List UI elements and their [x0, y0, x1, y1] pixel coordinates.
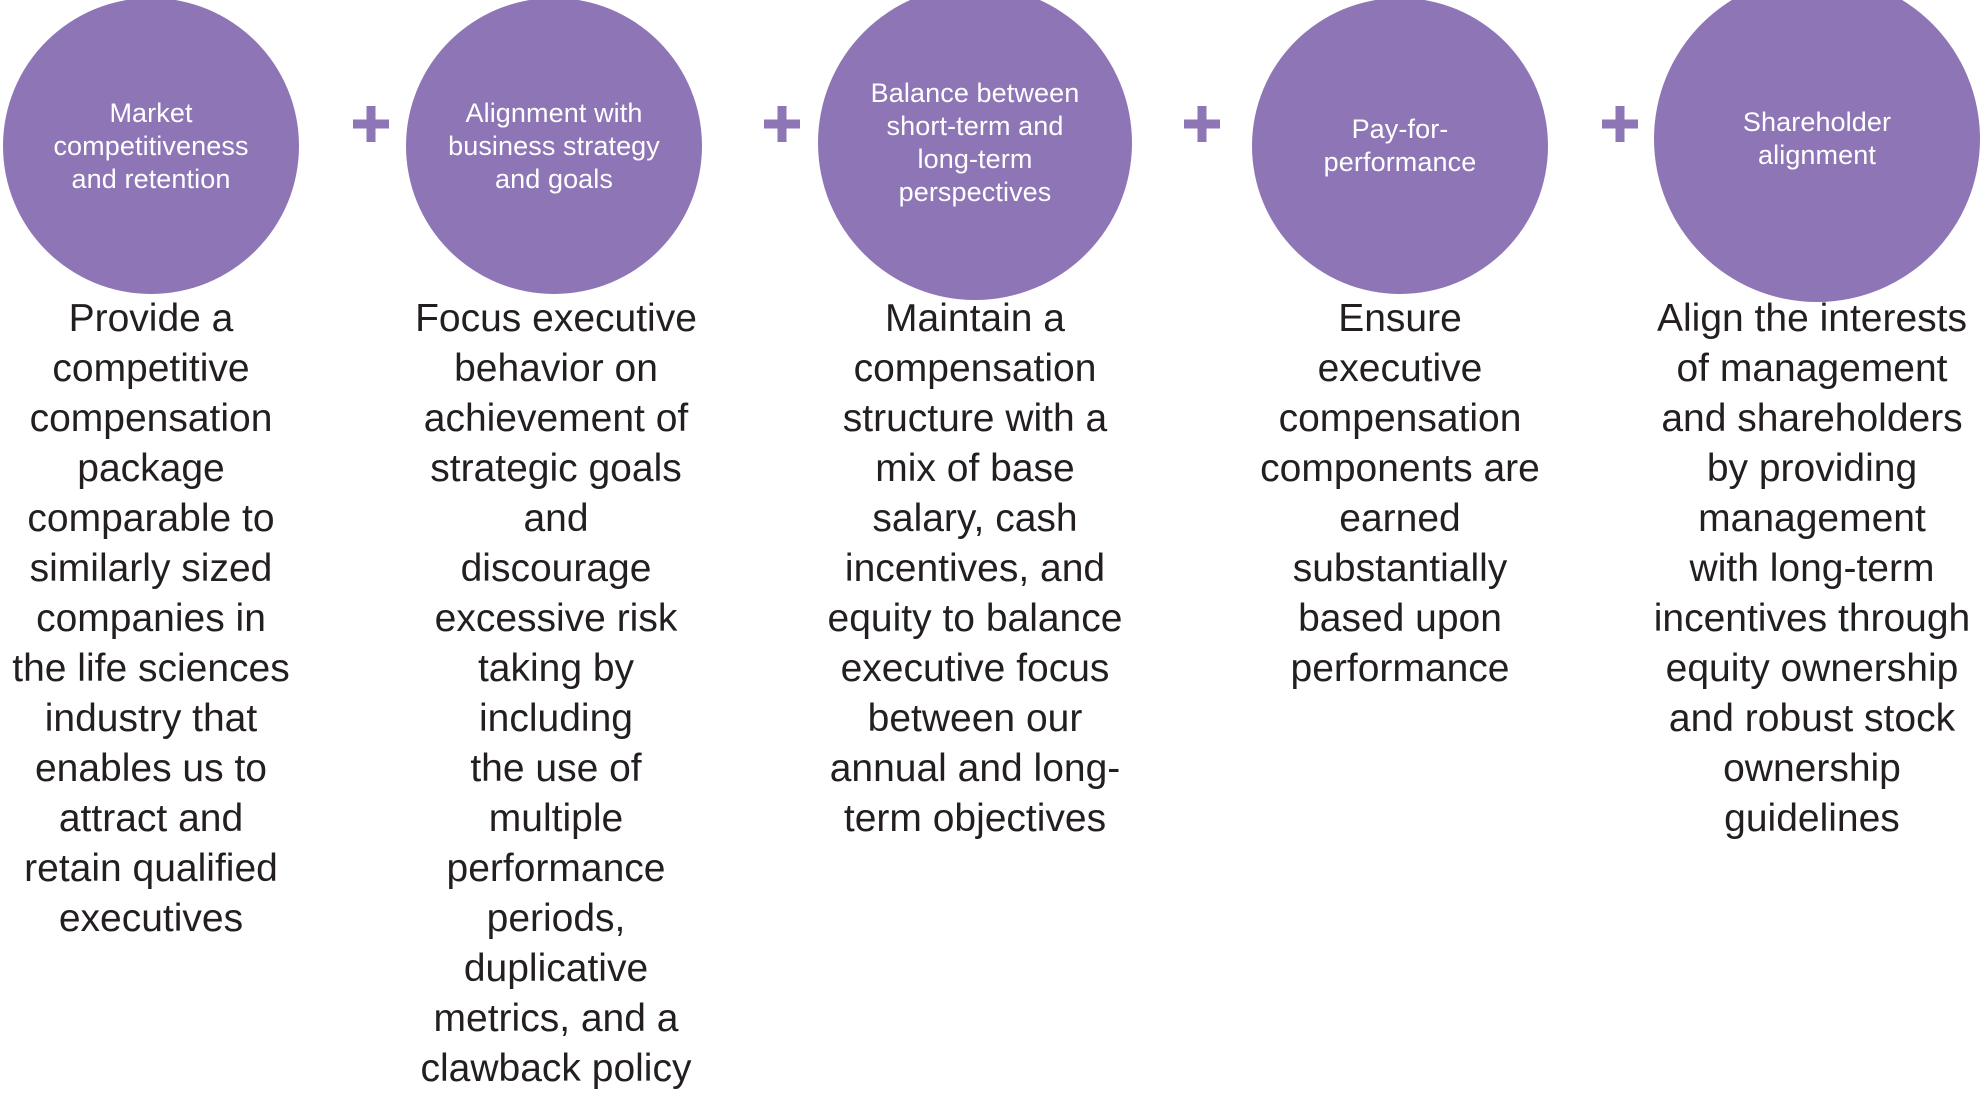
plus-icon-3: [1184, 106, 1220, 142]
circle-short-long-term-balance[interactable]: Balance between short-term and long-term…: [818, 0, 1132, 300]
pillar-description-row: Provide a competitive compensation packa…: [0, 294, 1984, 1090]
description-market-competitiveness: Provide a competitive compensation packa…: [12, 297, 290, 940]
plus-icon-1: [353, 106, 389, 142]
description-short-long-term-balance: Maintain a compensation structure with a…: [827, 297, 1123, 840]
circle-market-competitiveness[interactable]: Market competitiveness and retention: [3, 0, 299, 294]
description-pay-for-performance: Ensure executive compensation components…: [1260, 297, 1540, 690]
circle-pay-for-performance[interactable]: Pay-for- performance: [1252, 0, 1548, 294]
circle-label-short-long-term-balance: Balance between short-term and long-term…: [870, 78, 1080, 207]
circle-business-strategy-alignment[interactable]: Alignment with business strategy and goa…: [406, 0, 702, 294]
plus-icon-2: [764, 106, 800, 142]
circle-shareholder-alignment[interactable]: Shareholder alignment: [1654, 0, 1980, 302]
circle-label-pay-for-performance: Pay-for- performance: [1323, 114, 1477, 177]
plus-icon-4: [1602, 106, 1638, 142]
description-business-strategy-alignment: Focus executive behavior on achievement …: [415, 297, 697, 1090]
pillar-circle-row: Market competitiveness and retention Ali…: [0, 0, 1984, 302]
circle-label-market-competitiveness: Market competitiveness and retention: [53, 97, 249, 194]
circle-label-business-strategy-alignment: Alignment with business strategy and goa…: [448, 97, 660, 194]
description-shareholder-alignment: Align the interests of management and sh…: [1653, 297, 1971, 840]
circle-label-shareholder-alignment: Shareholder alignment: [1742, 107, 1892, 170]
